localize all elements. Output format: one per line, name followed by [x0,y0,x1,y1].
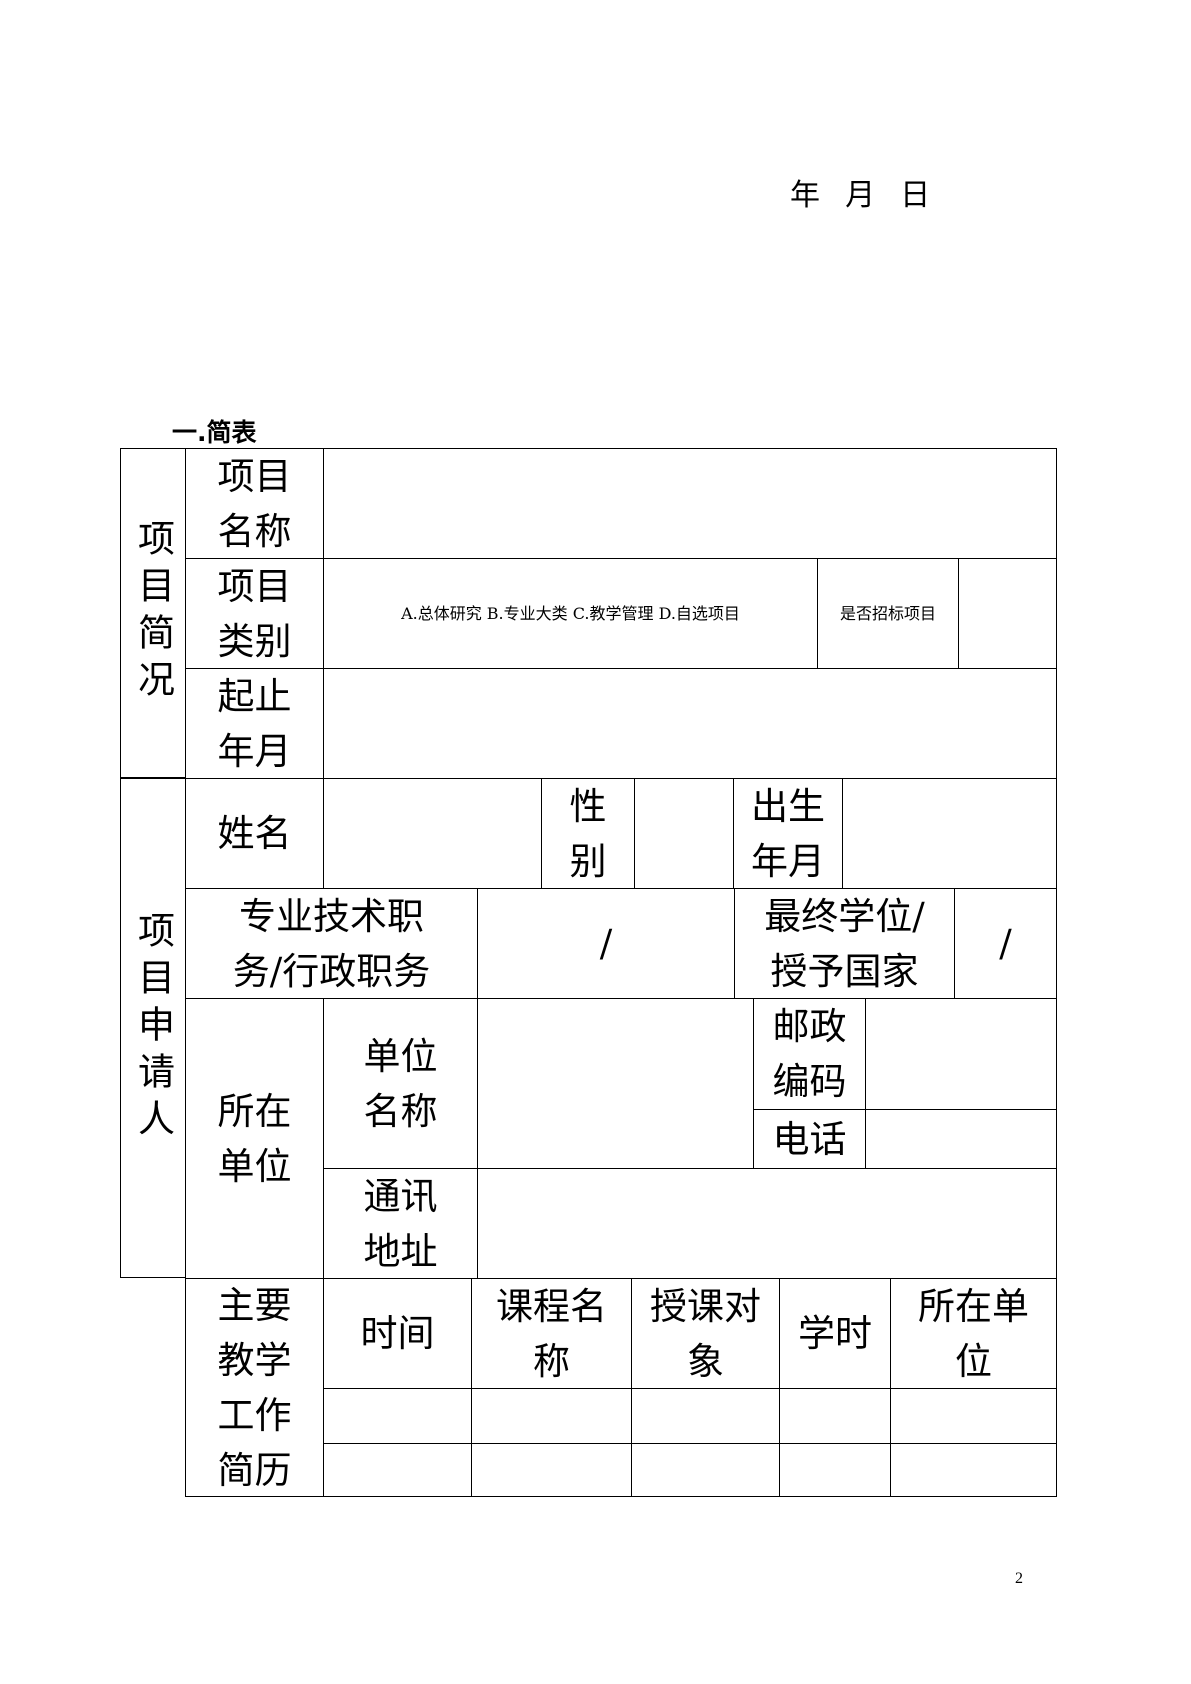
gender-field[interactable] [634,778,734,889]
project-name-field[interactable] [323,448,1057,559]
postcode-field[interactable] [865,998,1057,1110]
teaching-row-2-time[interactable] [323,1443,472,1497]
birth-date-label: 出生年月 [733,778,843,889]
applicant-name-field[interactable] [323,778,542,889]
application-summary-table: 项目简况 项目名称 项目类别 A.总体研究 B.专业大类 C.教学管理 D.自选… [120,448,1057,1497]
project-category-label: 项目类别 [185,558,324,669]
applicant-group-label: 项目申请人 [120,778,186,1278]
applicant-name-label: 姓名 [185,778,324,889]
project-period-label: 起止年月 [185,668,324,779]
affiliation-label: 所在单位 [185,998,324,1279]
teaching-row-2-course[interactable] [471,1443,632,1497]
project-category-options[interactable]: A.总体研究 B.专业大类 C.教学管理 D.自选项目 [323,558,818,669]
project-period-field[interactable] [323,668,1057,779]
page-number: 2 [1015,1570,1023,1587]
tender-project-label: 是否招标项目 [817,558,959,669]
teaching-row-1-unit[interactable] [890,1388,1057,1444]
degree-country-label: 最终学位/授予国家 [734,888,955,999]
teaching-col-time: 时间 [323,1278,472,1389]
unit-name-field[interactable] [477,998,754,1169]
birth-date-field[interactable] [842,778,1057,889]
degree-country-field[interactable]: / [954,888,1057,999]
address-label: 通讯地址 [323,1168,478,1279]
teaching-row-1-audience[interactable] [631,1388,780,1444]
date-line: 年 月 日 [790,178,933,213]
unit-name-label: 单位名称 [323,998,478,1169]
project-name-label: 项目名称 [185,448,324,559]
teaching-row-2-hours[interactable] [779,1443,891,1497]
address-field[interactable] [477,1168,1057,1279]
teaching-col-unit: 所在单位 [890,1278,1057,1389]
phone-field[interactable] [865,1109,1057,1169]
teaching-history-label: 主要教学工作简历 [185,1278,324,1497]
postcode-label: 邮政编码 [753,998,866,1110]
teaching-col-hours: 学时 [779,1278,891,1389]
teaching-row-1-hours[interactable] [779,1388,891,1444]
teaching-row-1-time[interactable] [323,1388,472,1444]
project-overview-group-label: 项目简况 [120,448,186,778]
phone-label: 电话 [753,1109,866,1169]
teaching-row-1-course[interactable] [471,1388,632,1444]
teaching-col-course: 课程名称 [471,1278,632,1389]
teaching-row-2-audience[interactable] [631,1443,780,1497]
tender-project-field[interactable] [958,558,1057,669]
professional-title-label: 专业技术职务/行政职务 [185,888,478,999]
section-title: 一.简表 [172,418,257,447]
gender-label: 性别 [541,778,635,889]
teaching-row-2-unit[interactable] [890,1443,1057,1497]
professional-title-field[interactable]: / [477,888,735,999]
teaching-col-audience: 授课对象 [631,1278,780,1389]
